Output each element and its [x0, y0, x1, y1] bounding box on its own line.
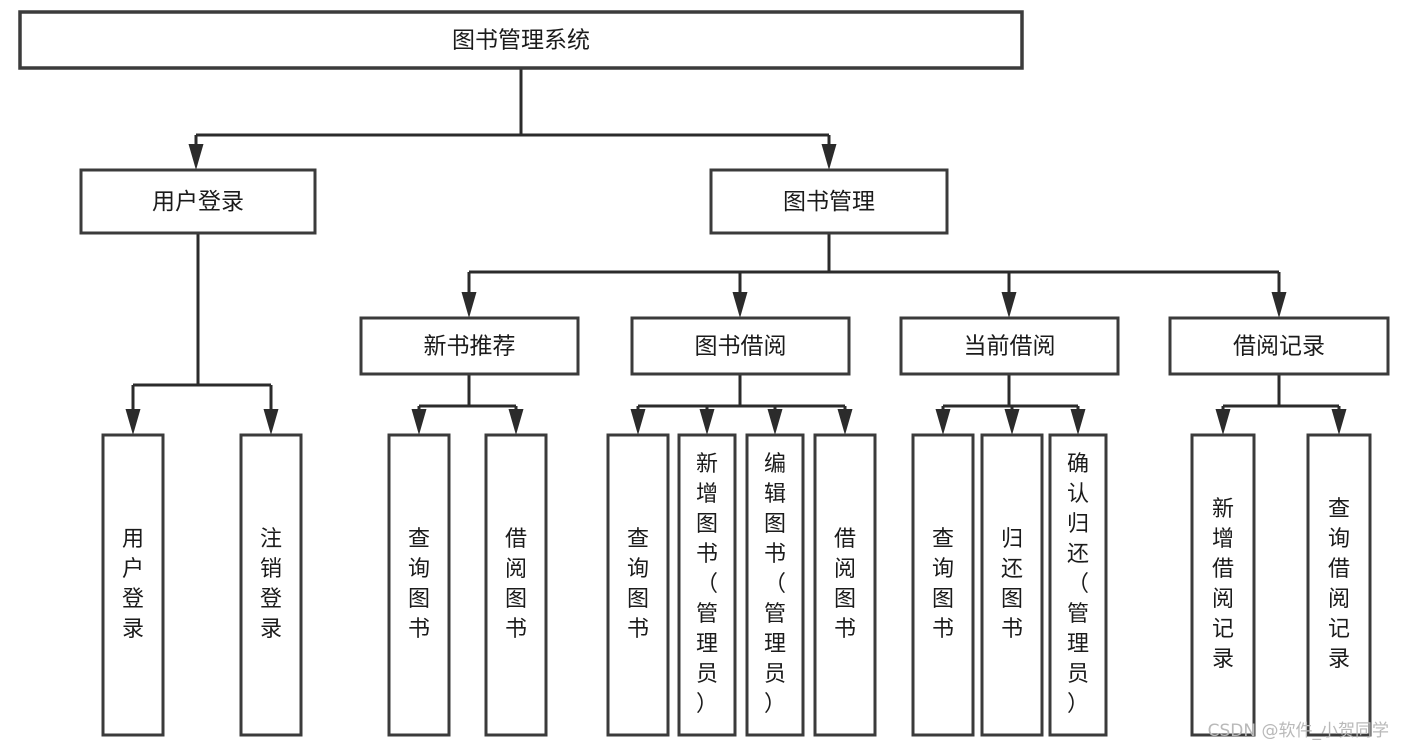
- node-label-leaf-add-book-admin: 新增图书（管理员）: [696, 452, 718, 717]
- node-box-leaf-borrow-book[interactable]: [813, 433, 877, 737]
- node-label-leaf-query-book-borrow: 查询图书: [627, 527, 649, 642]
- node-box-leaf-add-borrow-record[interactable]: [1190, 433, 1256, 737]
- node-borrow-record[interactable]: 借阅记录: [1168, 316, 1390, 376]
- node-label-leaf-borrow-book-recommend: 借阅图书: [505, 527, 527, 642]
- node-leaf-query-book-recommend[interactable]: 查询图书: [387, 433, 451, 737]
- node-box-leaf-add-book-admin[interactable]: [677, 433, 737, 737]
- node-box-new-book-recommend[interactable]: [359, 316, 580, 376]
- node-box-borrow-record[interactable]: [1168, 316, 1390, 376]
- node-new-book-recommend[interactable]: 新书推荐: [359, 316, 580, 376]
- connector-borrow-to-leaves: [630, 374, 853, 435]
- node-leaf-borrow-book[interactable]: 借阅图书: [813, 433, 877, 737]
- node-leaf-query-book-current[interactable]: 查询图书: [911, 433, 975, 737]
- node-root[interactable]: 图书管理系统: [18, 10, 1024, 70]
- node-book-borrow[interactable]: 图书借阅: [630, 316, 851, 376]
- node-label-leaf-add-borrow-record: 新增借阅记录: [1212, 497, 1234, 672]
- node-leaf-return-book[interactable]: 归还图书: [980, 433, 1044, 737]
- node-box-leaf-return-book[interactable]: [980, 433, 1044, 737]
- node-label-book-management: 图书管理: [783, 189, 875, 215]
- node-label-leaf-logout: 注销登录: [260, 527, 282, 642]
- node-box-current-borrow[interactable]: [899, 316, 1120, 376]
- node-box-leaf-query-book-recommend[interactable]: [387, 433, 451, 737]
- node-leaf-logout[interactable]: 注销登录: [239, 433, 303, 737]
- node-leaf-add-book-admin[interactable]: 新增图书（管理员）: [677, 433, 737, 737]
- node-label-borrow-record: 借阅记录: [1233, 334, 1325, 360]
- node-box-leaf-edit-book-admin[interactable]: [745, 433, 805, 737]
- node-label-leaf-return-book: 归还图书: [1001, 527, 1023, 642]
- connector-book-management-to-level2: [461, 233, 1287, 318]
- node-box-leaf-confirm-return-admin[interactable]: [1048, 433, 1108, 737]
- node-box-root[interactable]: [18, 10, 1024, 70]
- node-label-new-book-recommend: 新书推荐: [424, 334, 516, 360]
- node-box-leaf-query-book-current[interactable]: [911, 433, 975, 737]
- connector-current-to-leaves: [935, 374, 1086, 435]
- node-label-leaf-query-borrow-record: 查询借阅记录: [1328, 497, 1350, 672]
- connector-user-login-to-leaves: [125, 233, 279, 435]
- node-label-leaf-edit-book-admin: 编辑图书（管理员）: [764, 452, 786, 717]
- connector-record-to-leaves: [1215, 374, 1347, 435]
- node-book-management[interactable]: 图书管理: [709, 168, 949, 235]
- node-box-leaf-logout[interactable]: [239, 433, 303, 737]
- node-box-leaf-user-login[interactable]: [101, 433, 165, 737]
- connector-root-to-level1: [188, 68, 837, 170]
- node-leaf-borrow-book-recommend[interactable]: 借阅图书: [484, 433, 548, 737]
- node-label-user-login: 用户登录: [152, 189, 244, 215]
- node-box-book-management[interactable]: [709, 168, 949, 235]
- node-box-leaf-query-borrow-record[interactable]: [1306, 433, 1372, 737]
- node-label-leaf-user-login: 用户登录: [122, 527, 144, 642]
- node-box-leaf-query-book-borrow[interactable]: [606, 433, 670, 737]
- node-label-current-borrow: 当前借阅: [964, 334, 1056, 360]
- node-box-user-login[interactable]: [79, 168, 317, 235]
- node-leaf-edit-book-admin[interactable]: 编辑图书（管理员）: [745, 433, 805, 737]
- node-label-leaf-query-book-recommend: 查询图书: [408, 527, 430, 642]
- node-leaf-query-book-borrow[interactable]: 查询图书: [606, 433, 670, 737]
- node-box-leaf-borrow-book-recommend[interactable]: [484, 433, 548, 737]
- node-user-login[interactable]: 用户登录: [79, 168, 317, 235]
- node-label-leaf-confirm-return-admin: 确认归还（管理员）: [1067, 452, 1089, 717]
- node-label-leaf-borrow-book: 借阅图书: [834, 527, 856, 642]
- node-leaf-user-login[interactable]: 用户登录: [101, 433, 165, 737]
- node-leaf-add-borrow-record[interactable]: 新增借阅记录: [1190, 433, 1256, 737]
- node-label-root: 图书管理系统: [452, 28, 590, 54]
- node-current-borrow[interactable]: 当前借阅: [899, 316, 1120, 376]
- node-box-book-borrow[interactable]: [630, 316, 851, 376]
- node-label-book-borrow: 图书借阅: [695, 334, 787, 360]
- connector-recommend-to-leaves: [411, 374, 524, 435]
- node-leaf-confirm-return-admin[interactable]: 确认归还（管理员）: [1048, 433, 1108, 737]
- node-leaf-query-borrow-record[interactable]: 查询借阅记录: [1306, 433, 1372, 737]
- node-label-leaf-query-book-current: 查询图书: [932, 527, 954, 642]
